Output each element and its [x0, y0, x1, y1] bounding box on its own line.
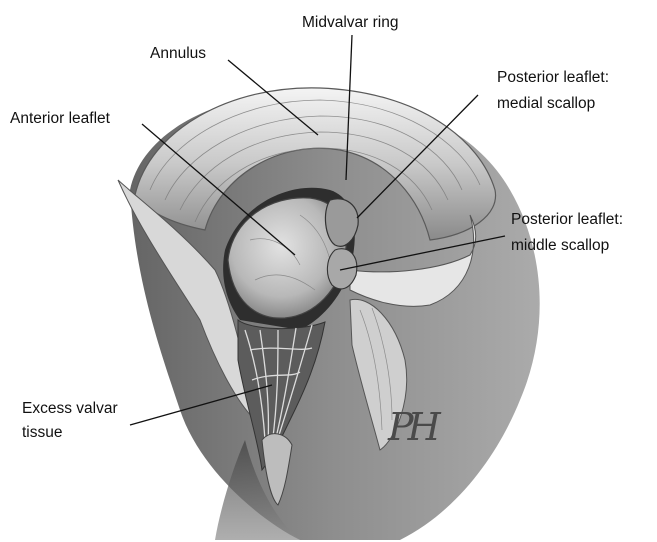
label-posterior-medial-line1: Posterior leaflet:	[497, 67, 609, 88]
label-anterior-leaflet: Anterior leaflet	[10, 108, 110, 129]
label-excess-tissue-line2: tissue	[22, 422, 63, 443]
label-annulus: Annulus	[150, 43, 206, 64]
label-midvalvar-ring: Midvalvar ring	[302, 12, 398, 33]
label-posterior-medial-line2: medial scallop	[497, 93, 595, 114]
label-posterior-middle-line2: middle scallop	[511, 235, 609, 256]
artist-signature: PH	[388, 405, 435, 449]
posterior-middle-scallop	[327, 249, 356, 289]
label-excess-tissue-line1: Excess valvar	[22, 398, 118, 419]
label-posterior-middle-line1: Posterior leaflet:	[511, 209, 623, 230]
